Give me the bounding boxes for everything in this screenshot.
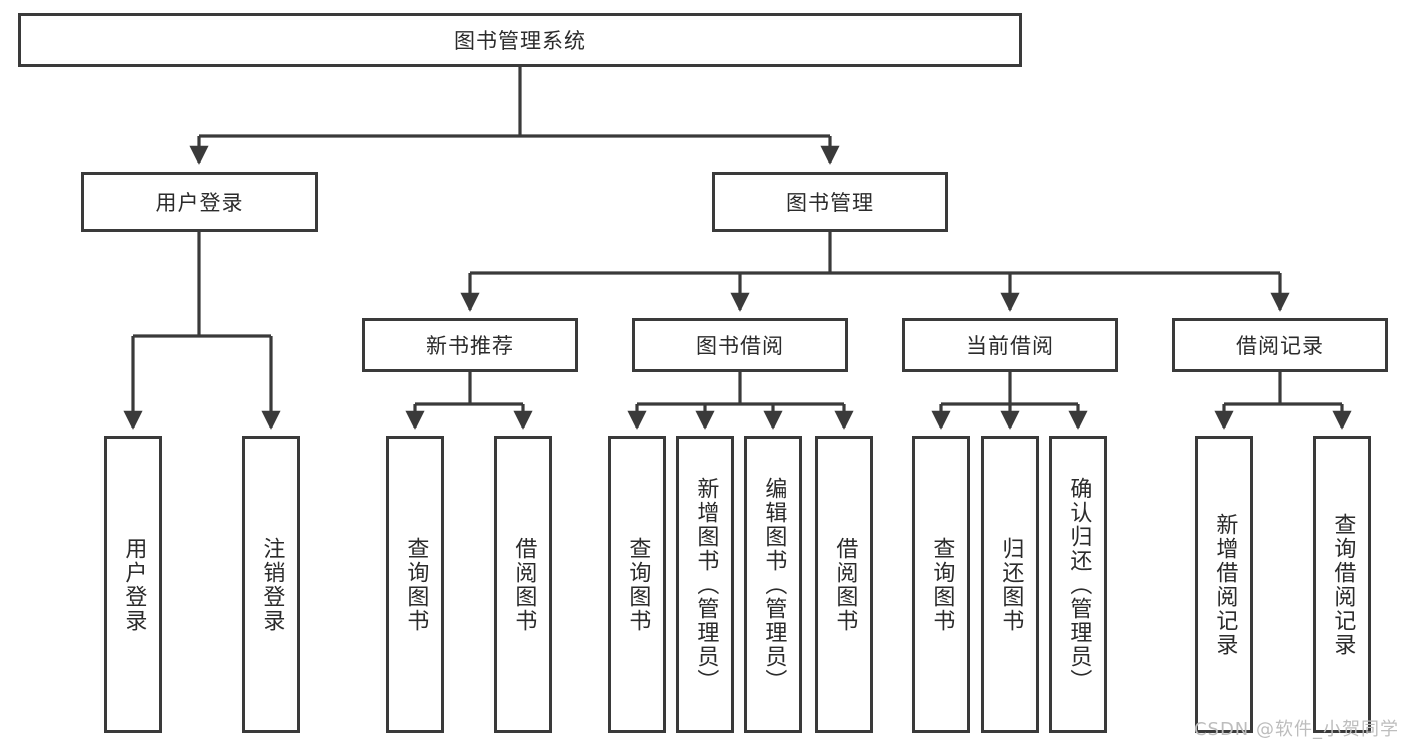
node-leaf-query-book-borrow-label: 查询图书	[625, 536, 651, 633]
node-leaf-logout-login[interactable]: 注销登录	[242, 436, 300, 733]
node-book-borrow[interactable]: 图书借阅	[632, 318, 848, 372]
node-book-borrow-label: 图书借阅	[696, 334, 784, 358]
node-leaf-query-borrow-record-label: 查询借阅记录	[1330, 512, 1356, 657]
csdn-watermark: CSDN @软件_小贺同学	[1193, 719, 1399, 740]
node-current-borrow[interactable]: 当前借阅	[902, 318, 1118, 372]
node-user-login-label: 用户登录	[155, 191, 244, 215]
node-leaf-edit-book-admin[interactable]: 编辑图书（管理员）	[744, 436, 802, 733]
node-current-borrow-label: 当前借阅	[966, 334, 1054, 358]
node-leaf-query-book-current[interactable]: 查询图书	[912, 436, 970, 733]
node-leaf-return-book-label: 归还图书	[998, 536, 1024, 633]
node-new-book-rec[interactable]: 新书推荐	[362, 318, 578, 372]
node-leaf-query-book-rec-label: 查询图书	[403, 536, 429, 633]
node-leaf-add-borrow-record[interactable]: 新增借阅记录	[1195, 436, 1253, 733]
node-leaf-query-book-current-label: 查询图书	[929, 536, 955, 633]
node-leaf-query-book-borrow[interactable]: 查询图书	[608, 436, 666, 733]
node-leaf-add-borrow-record-label: 新增借阅记录	[1212, 512, 1238, 657]
node-leaf-borrow-book-rec-label: 借阅图书	[511, 536, 537, 633]
node-leaf-borrow-book-label: 借阅图书	[832, 536, 858, 633]
node-leaf-return-book[interactable]: 归还图书	[981, 436, 1039, 733]
node-leaf-user-login-label: 用户登录	[121, 536, 147, 633]
node-leaf-logout-login-label: 注销登录	[259, 536, 285, 633]
node-leaf-borrow-book[interactable]: 借阅图书	[815, 436, 873, 733]
node-new-book-rec-label: 新书推荐	[426, 334, 514, 358]
node-root[interactable]: 图书管理系统	[18, 13, 1022, 67]
node-leaf-user-login[interactable]: 用户登录	[104, 436, 162, 733]
node-borrow-record-label: 借阅记录	[1236, 334, 1324, 358]
node-leaf-confirm-return-admin-label: 确认归还（管理员）	[1066, 476, 1092, 693]
node-leaf-edit-book-admin-label: 编辑图书（管理员）	[761, 476, 787, 693]
node-book-manage-label: 图书管理	[786, 191, 874, 215]
node-leaf-query-borrow-record[interactable]: 查询借阅记录	[1313, 436, 1371, 733]
node-leaf-borrow-book-rec[interactable]: 借阅图书	[494, 436, 552, 733]
node-borrow-record[interactable]: 借阅记录	[1172, 318, 1388, 372]
node-leaf-add-book-admin[interactable]: 新增图书（管理员）	[676, 436, 734, 733]
node-leaf-query-book-rec[interactable]: 查询图书	[386, 436, 444, 733]
node-root-label: 图书管理系统	[454, 29, 586, 53]
node-book-manage[interactable]: 图书管理	[712, 172, 948, 232]
node-user-login[interactable]: 用户登录	[81, 172, 318, 232]
node-leaf-confirm-return-admin[interactable]: 确认归还（管理员）	[1049, 436, 1107, 733]
node-leaf-add-book-admin-label: 新增图书（管理员）	[693, 476, 719, 693]
